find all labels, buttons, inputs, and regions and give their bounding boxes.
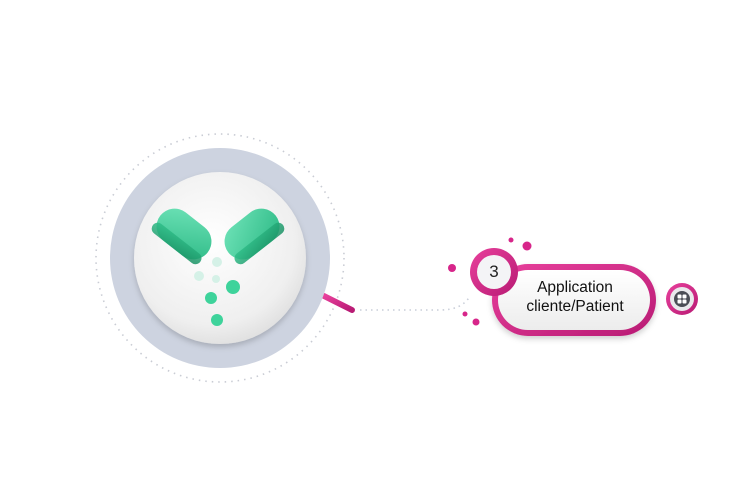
connector-line [360,295,471,311]
decor-dot [522,241,532,251]
hub-handle [321,293,355,313]
decor-dot [472,318,480,326]
node-action-button[interactable] [666,283,698,315]
hub-dotted-ring [95,133,345,383]
node-label-frame[interactable] [492,264,656,336]
node-label-line1: Application [537,279,613,296]
node-number-badge [470,248,518,296]
node-number: 3 [489,262,499,281]
node-label-line2: cliente/Patient [526,298,624,315]
grid-icon [677,294,687,304]
decor-dot [508,237,514,243]
decor-dot [448,264,456,272]
node-label[interactable]: Application cliente/Patient [506,278,644,316]
decor-dot [462,311,468,317]
pill-capsule-logo-icon [151,208,285,326]
